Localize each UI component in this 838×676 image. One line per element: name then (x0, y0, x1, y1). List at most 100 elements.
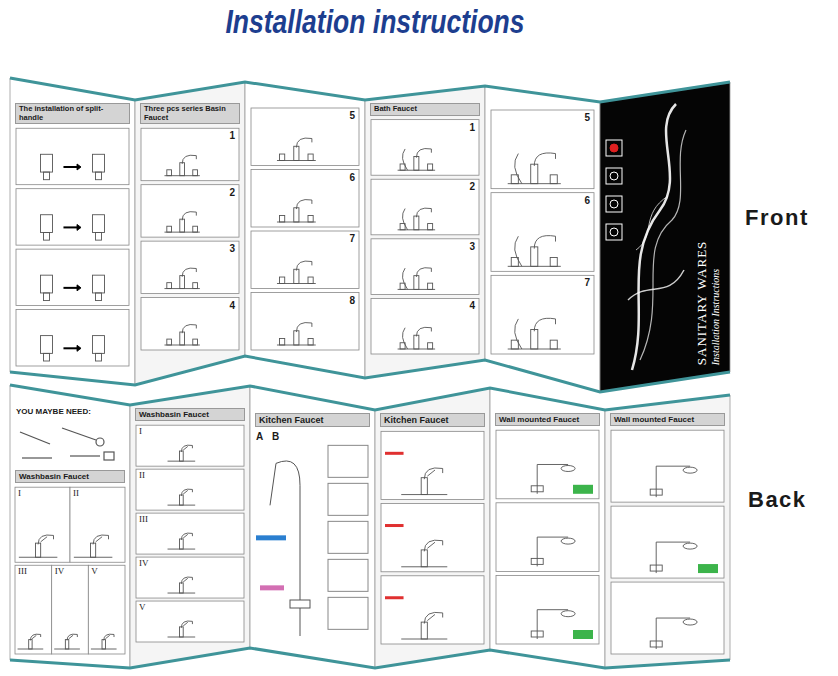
cover-brand: SANITARY WARES (695, 215, 710, 365)
cover-icon (606, 224, 622, 240)
cover-icon (606, 140, 622, 156)
step-frame (496, 503, 599, 572)
bath-sketch (398, 268, 436, 290)
basin-sketch (168, 533, 196, 549)
color-marks (385, 452, 718, 639)
three-sketch (277, 200, 316, 222)
step-frame (70, 487, 125, 562)
basin-sketch (168, 445, 196, 461)
three-sketch (277, 138, 316, 160)
step-frame (611, 506, 724, 578)
three-sketch (164, 325, 199, 345)
section-heading: Bath Faucet (374, 105, 476, 114)
basin-sketch (401, 540, 447, 567)
water-splash (606, 104, 686, 370)
leaflet-panel (130, 386, 250, 668)
section-header-bar: Three pcs series Basin Faucet (140, 103, 240, 124)
kitchen-faucet-sketch (256, 445, 368, 636)
leaflet-panel (375, 388, 490, 668)
step-frame (136, 601, 244, 642)
section-note: YOU MAYBE NEED: (16, 408, 91, 417)
bath-sketch (508, 318, 561, 349)
leaflet-panel (10, 385, 130, 668)
bath-sketch (508, 236, 561, 267)
step-frame (491, 110, 594, 189)
shower-sketch (531, 610, 575, 639)
bath-sketch (398, 208, 436, 230)
side-label: Front (745, 206, 809, 230)
step-frame (136, 557, 244, 598)
section-header-bar: The installation of split-handle (15, 103, 130, 124)
step-frame (251, 231, 359, 289)
step-frame (141, 298, 239, 350)
cart-sketch (41, 275, 105, 300)
section-header-bar: Kitchen Faucet (255, 413, 370, 427)
roman-step-number: III (139, 515, 148, 525)
section-header-bar: Bath Faucet (370, 103, 480, 116)
roman-step-number: V (91, 567, 98, 577)
three-sketch (164, 212, 199, 232)
step-frame (496, 430, 599, 499)
section-header-bar: Kitchen Faucet (380, 413, 485, 427)
section-header-bar: Wall mounted Faucet (610, 413, 725, 426)
step-frame (371, 239, 479, 295)
cart-sketch (41, 154, 105, 179)
section-header-bar: Washbasin Faucet (15, 470, 125, 483)
step-number: 5 (584, 112, 590, 123)
shower-sketch (650, 618, 697, 649)
step-frame (88, 565, 125, 654)
roman-step-number: IV (139, 559, 149, 569)
step-frame (496, 575, 599, 644)
view-letter: B (272, 431, 279, 442)
basin-sketch (74, 535, 113, 557)
leaflet-panel (600, 82, 730, 392)
step-frames (15, 108, 724, 654)
basin-sketch (168, 489, 196, 505)
section-heading: Three pcs series Basin Faucet (144, 105, 236, 122)
basin-sketch (91, 634, 117, 649)
section-heading: Wall mounted Faucet (499, 415, 596, 424)
cover-icon (606, 196, 622, 212)
roman-step-number: I (18, 489, 21, 499)
step-frame (15, 487, 70, 562)
shower-sketch (650, 466, 697, 497)
view-letter: A (256, 431, 263, 442)
step-number: 4 (229, 300, 235, 311)
basin-sketch (18, 634, 44, 649)
bath-sketch (508, 153, 561, 184)
roman-step-number: I (139, 427, 142, 437)
roman-step-number: V (139, 603, 146, 613)
back-leaflet (10, 385, 730, 668)
step-number: 2 (229, 187, 235, 198)
step-frame (251, 108, 359, 166)
step-frame (141, 128, 239, 180)
three-sketch (164, 268, 199, 288)
step-frame (491, 275, 594, 354)
leaflet-panel (245, 82, 365, 378)
step-frame (141, 241, 239, 293)
bath-sketch (398, 148, 436, 170)
basin-sketch (401, 468, 447, 495)
step-number: 2 (469, 181, 475, 192)
step-frame (141, 185, 239, 237)
teal-edge (10, 78, 730, 102)
cart-sketch (41, 215, 105, 240)
step-frame (136, 469, 244, 510)
shower-sketch (531, 537, 575, 566)
leaflet-panel (365, 86, 485, 378)
three-sketch (164, 155, 199, 175)
basin-sketch (19, 535, 58, 557)
leaflet-panel (490, 388, 605, 668)
roman-step-number: II (139, 471, 145, 481)
step-frame (16, 249, 129, 305)
cart-sketch (41, 336, 105, 361)
shower-sketch (531, 464, 575, 493)
step-frame (136, 425, 244, 466)
basin-sketch (168, 621, 196, 637)
step-frame (381, 576, 484, 644)
step-number: 3 (469, 241, 475, 252)
section-header-bar: Wall mounted Faucet (495, 413, 600, 426)
section-heading: The installation of split-handle (19, 105, 126, 122)
leaflet-panel (10, 78, 135, 385)
